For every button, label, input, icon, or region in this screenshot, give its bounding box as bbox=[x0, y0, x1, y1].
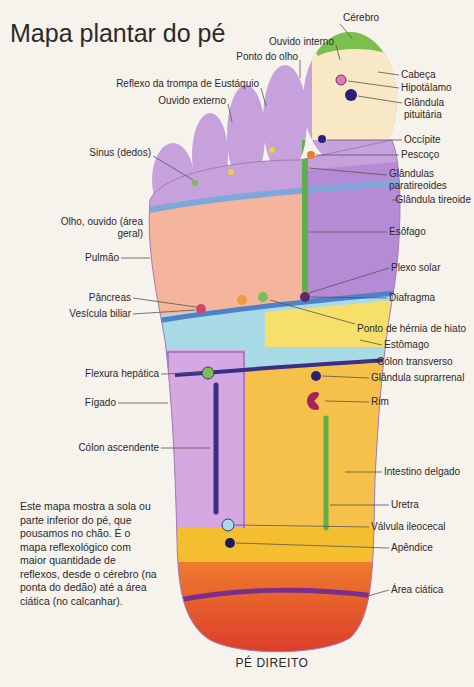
organ-label: Vesícula biliar bbox=[69, 308, 131, 320]
organ-label: Fígado bbox=[85, 397, 116, 409]
organ-label: Glândula pituitária bbox=[404, 97, 466, 121]
organ-label: Apêndice bbox=[391, 542, 433, 554]
reflex-dots bbox=[192, 180, 198, 186]
organ-label: Hipotálamo bbox=[401, 82, 452, 94]
reflex-dots bbox=[300, 292, 310, 302]
leader-lines bbox=[228, 104, 232, 122]
organ-label: Estômago bbox=[384, 339, 429, 351]
organ-label: Cólon ascendente bbox=[78, 442, 159, 454]
foot-regions bbox=[324, 418, 329, 528]
organ-label: Intestino delgado bbox=[384, 466, 460, 478]
reflex-dots bbox=[202, 367, 214, 379]
organ-label: Área ciática bbox=[391, 584, 443, 596]
reflex-dots bbox=[228, 169, 234, 175]
organ-label: Cólon transverso bbox=[377, 356, 453, 368]
foot-regions bbox=[302, 140, 308, 292]
reflex-dots bbox=[225, 538, 235, 548]
reflex-dots bbox=[237, 295, 247, 305]
organ-label: Uretra bbox=[391, 499, 419, 511]
leader-lines bbox=[118, 403, 168, 404]
foot-regions bbox=[168, 352, 244, 530]
leader-lines bbox=[270, 300, 355, 324]
organ-label: Flexura hepática bbox=[85, 368, 159, 380]
leader-lines bbox=[309, 268, 389, 293]
leader-lines bbox=[322, 376, 369, 378]
organ-label: Ouvido externo bbox=[158, 95, 226, 107]
leader-lines bbox=[309, 232, 387, 233]
organ-label: Glândulas paratireoides bbox=[389, 168, 471, 192]
leader-lines bbox=[236, 543, 389, 548]
reflex-dots bbox=[192, 75, 357, 548]
leader-lines bbox=[235, 525, 369, 527]
leader-lines bbox=[378, 72, 399, 75]
leader-lines bbox=[153, 156, 193, 180]
foot-regions bbox=[165, 590, 390, 603]
leader-lines bbox=[161, 373, 201, 374]
organ-label: Olho, ouvido (área geral) bbox=[57, 216, 143, 240]
organ-label: Ponto do olho bbox=[236, 51, 298, 63]
foot-regions bbox=[130, 562, 420, 672]
leader-lines bbox=[368, 590, 389, 596]
leader-lines bbox=[345, 472, 382, 473]
reflex-dots bbox=[345, 89, 357, 101]
organ-label: Occípite bbox=[404, 134, 441, 146]
leader-lines bbox=[358, 96, 402, 103]
reflex-dots bbox=[311, 371, 321, 381]
organ-label: Cabeça bbox=[401, 69, 435, 81]
organ-label: Diafragma bbox=[389, 292, 435, 304]
leader-lines bbox=[340, 24, 352, 38]
organ-label: Pescoço bbox=[401, 149, 439, 161]
reflex-dots bbox=[196, 304, 206, 314]
leader-lines bbox=[360, 362, 375, 363]
foot-regions bbox=[150, 292, 410, 322]
caption: PÉ DIREITO bbox=[236, 656, 309, 670]
leader-lines bbox=[330, 505, 389, 506]
organ-label: Glândula suprarrenal bbox=[371, 372, 464, 384]
leader-lines bbox=[121, 258, 150, 259]
foot-regions bbox=[130, 0, 420, 687]
organ-label: Rim bbox=[371, 396, 389, 408]
organ-label: Esôfago bbox=[389, 226, 426, 238]
organ-label: Válvula ileocecal bbox=[371, 521, 446, 533]
reflex-dots bbox=[258, 292, 268, 302]
organ-label: Ponto de hérnia de hiato bbox=[357, 323, 469, 335]
leader-lines bbox=[316, 155, 399, 156]
leader-lines bbox=[327, 140, 402, 141]
organ-label: Reflexo da trompa de Eustáquio bbox=[116, 78, 259, 90]
leader-lines bbox=[261, 88, 266, 106]
foot-regions bbox=[130, 528, 420, 564]
organ-label: Plexo solar bbox=[391, 262, 440, 274]
organ-label: Glândula tireoide bbox=[395, 194, 471, 206]
leader-lines bbox=[133, 310, 195, 314]
title: Mapa plantar do pé bbox=[10, 18, 225, 48]
organ-label: Pâncreas bbox=[89, 292, 131, 304]
sole-outline bbox=[149, 140, 400, 652]
reflex-dots bbox=[222, 519, 234, 531]
foot-regions bbox=[214, 385, 219, 512]
leader-lines bbox=[118, 24, 402, 596]
reflex-dots bbox=[307, 151, 315, 159]
leader-lines bbox=[309, 168, 387, 175]
organ-label: Pulmão bbox=[85, 252, 119, 264]
leader-lines bbox=[133, 298, 196, 307]
leader-lines bbox=[161, 448, 210, 449]
leader-lines bbox=[311, 297, 387, 298]
leader-lines bbox=[300, 60, 301, 78]
reflex-dots bbox=[336, 75, 346, 85]
leader-lines bbox=[348, 81, 399, 88]
note-text: Este mapa mostra a sola ou parte inferio… bbox=[20, 500, 158, 608]
organ-label: Ouvido interno bbox=[269, 36, 334, 48]
organ-label: Sinus (dedos) bbox=[89, 147, 151, 159]
reflex-dots bbox=[307, 392, 319, 410]
leader-lines bbox=[336, 45, 340, 60]
leader-lines bbox=[360, 340, 382, 345]
foot-regions bbox=[150, 182, 410, 210]
reflex-dots bbox=[269, 147, 275, 153]
organ-label: Cérebro bbox=[343, 12, 379, 24]
reflex-dots bbox=[318, 135, 326, 143]
foot-regions bbox=[130, 0, 420, 687]
leader-lines bbox=[325, 401, 369, 402]
